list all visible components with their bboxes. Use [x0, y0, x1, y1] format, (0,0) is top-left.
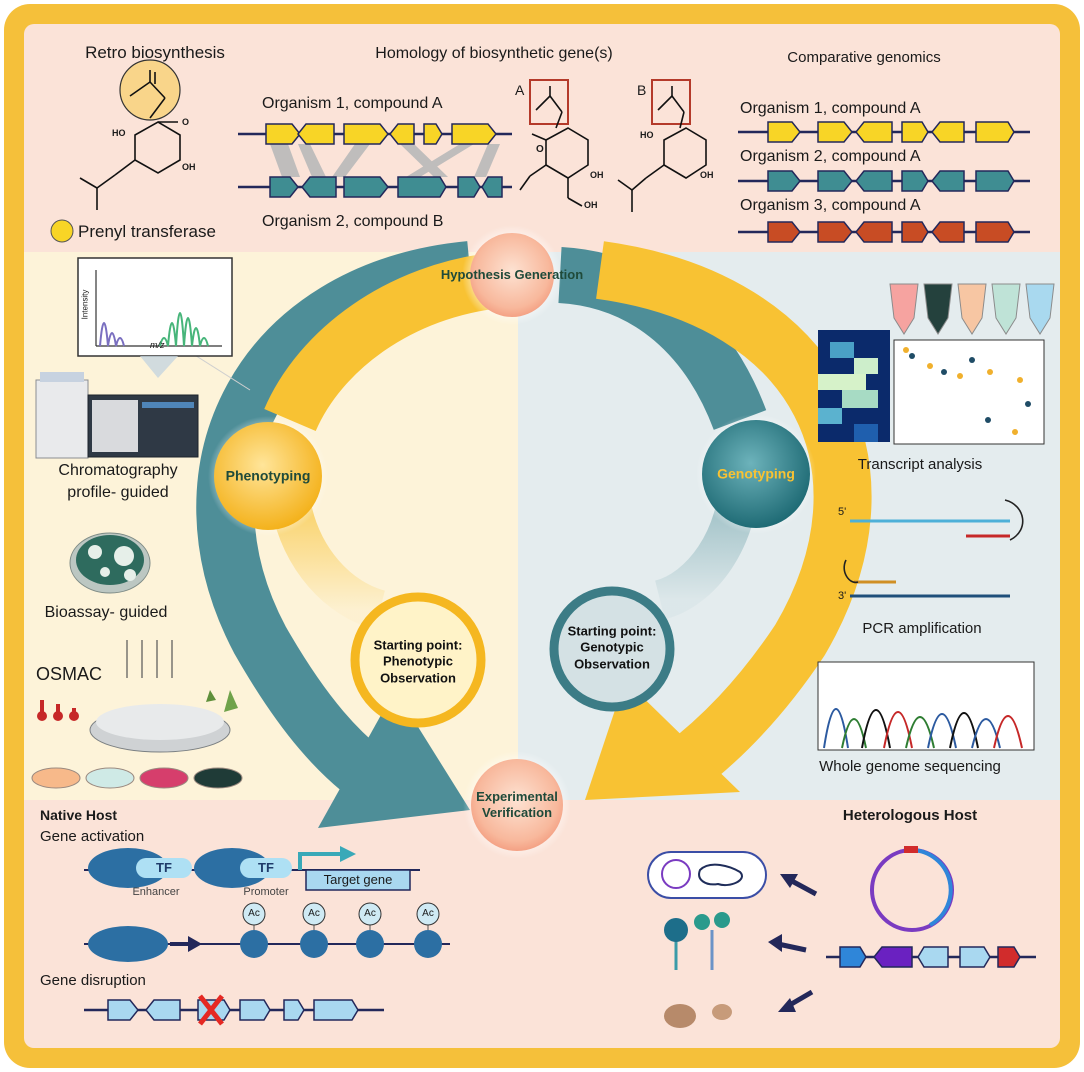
yellow-arc-left: [264, 252, 504, 432]
ms-xlabel: m/z: [150, 340, 165, 350]
ac-label-1: Ac: [248, 908, 260, 919]
start-pheno-node: [350, 592, 486, 728]
verification-node: [471, 759, 563, 851]
molecule-a-label: A: [515, 82, 525, 98]
retro-title: Retro biosynthesis: [85, 43, 225, 62]
phenotyping-node: [214, 422, 322, 530]
gene-activation-label: Gene activation: [40, 828, 145, 845]
gene-disruption-label: Gene disruption: [40, 972, 146, 989]
ac-label-2: Ac: [308, 908, 320, 919]
pcr-label: PCR amplification: [862, 620, 982, 637]
hypothesis-node: [470, 233, 554, 317]
pcr-diagram: [843, 499, 1024, 598]
promoter-label: Promoter: [243, 886, 289, 898]
ac-label-3: Ac: [364, 908, 376, 919]
cg-org3-label: Organism 3, compound A: [740, 197, 921, 214]
chem-oh-molecule-b: OH: [700, 170, 714, 180]
osmac-illustration: [31, 640, 243, 789]
genotyping-label: Genotyping: [717, 465, 795, 482]
prenyl-highlight-circle: [119, 59, 181, 121]
osmac-label: OSMAC: [36, 664, 103, 684]
prenyl-transferase-icon: [50, 219, 74, 243]
bioassay-label: Bioassay- guided: [44, 604, 168, 621]
homology-org1-label: Organism 1, compound A: [262, 95, 443, 112]
homology-gene-map: [238, 123, 512, 198]
native-host-label: Native Host: [40, 807, 118, 823]
start-geno-node: [549, 586, 675, 712]
chem-oh-retro: OH: [182, 162, 196, 172]
start-pheno-label: Starting point: Phenotypic Observation: [373, 637, 463, 686]
sample-tubes: [889, 283, 1055, 335]
heterologous-host-label: Heterologous Host: [842, 807, 978, 824]
transcript-heatmap: [818, 330, 1045, 445]
ac-label-4: Ac: [422, 908, 434, 919]
molecule-a: [519, 79, 589, 207]
ms-spectrum: [77, 257, 251, 391]
yellow-arc-right: [595, 241, 872, 794]
wgs-chromatogram: [817, 661, 1035, 751]
cycle-diagram: [196, 225, 872, 859]
chromatography-label-line2: profile- guided: [67, 484, 169, 501]
molecule-b: [617, 79, 707, 212]
retro-molecule: [79, 59, 181, 210]
target-gene-label: Target gene: [323, 872, 393, 887]
chromatography-label-line1: Chromatography: [58, 462, 178, 479]
ms-ylabel: Intensity: [80, 289, 90, 320]
phenotyping-label: Phenotyping: [225, 467, 311, 484]
five-prime-label: 5': [838, 506, 847, 518]
heterologous-host-diagram: [647, 846, 1036, 1028]
gene-activation-diagram: [84, 846, 420, 891]
histone-acetylation-diagram: [84, 902, 450, 962]
chem-ho-retro: HO: [112, 128, 126, 138]
teal-arrowhead-left: [318, 690, 470, 828]
hplc-instrument: [35, 372, 199, 459]
three-prime-label: 3': [838, 590, 847, 602]
verification-label: Experimental Verification: [476, 788, 558, 820]
homology-title: Homology of biosynthetic gene(s): [375, 45, 613, 62]
tf-label-enhancer: TF: [156, 860, 172, 875]
hypothesis-label: Hypothesis Generation: [440, 266, 584, 282]
cg-org1-label: Organism 1, compound A: [740, 100, 921, 117]
molecule-b-label: B: [637, 82, 647, 98]
transcript-label: Transcript analysis: [857, 456, 983, 473]
chem-oh2-molecule-a: OH: [584, 200, 598, 210]
chem-o-retro: O: [182, 117, 190, 127]
enhancer-label: Enhancer: [132, 886, 180, 898]
gene-disruption-diagram: [84, 994, 384, 1026]
wgs-label: Whole genome sequencing: [819, 758, 1001, 775]
teal-arc-left: [196, 241, 474, 815]
comparative-title: Comparative genomics: [787, 49, 941, 66]
tf-label-promoter: TF: [258, 860, 274, 875]
chem-ho-molecule-b: HO: [640, 130, 654, 140]
prenyl-transferase-label: Prenyl transferase: [78, 222, 216, 241]
chem-oh-molecule-a: OH: [590, 170, 604, 180]
bioassay-plate: [69, 532, 151, 594]
start-geno-label: Starting point: Genotypic Observation: [567, 623, 657, 672]
chem-o-molecule-a: O: [536, 144, 544, 155]
cg-org2-label: Organism 2, compound A: [740, 148, 921, 165]
genotyping-node: [702, 420, 810, 528]
teal-arc-right: [557, 247, 767, 431]
comparative-gene-map: [738, 121, 1030, 243]
homology-org2-label: Organism 2, compound B: [262, 213, 444, 230]
